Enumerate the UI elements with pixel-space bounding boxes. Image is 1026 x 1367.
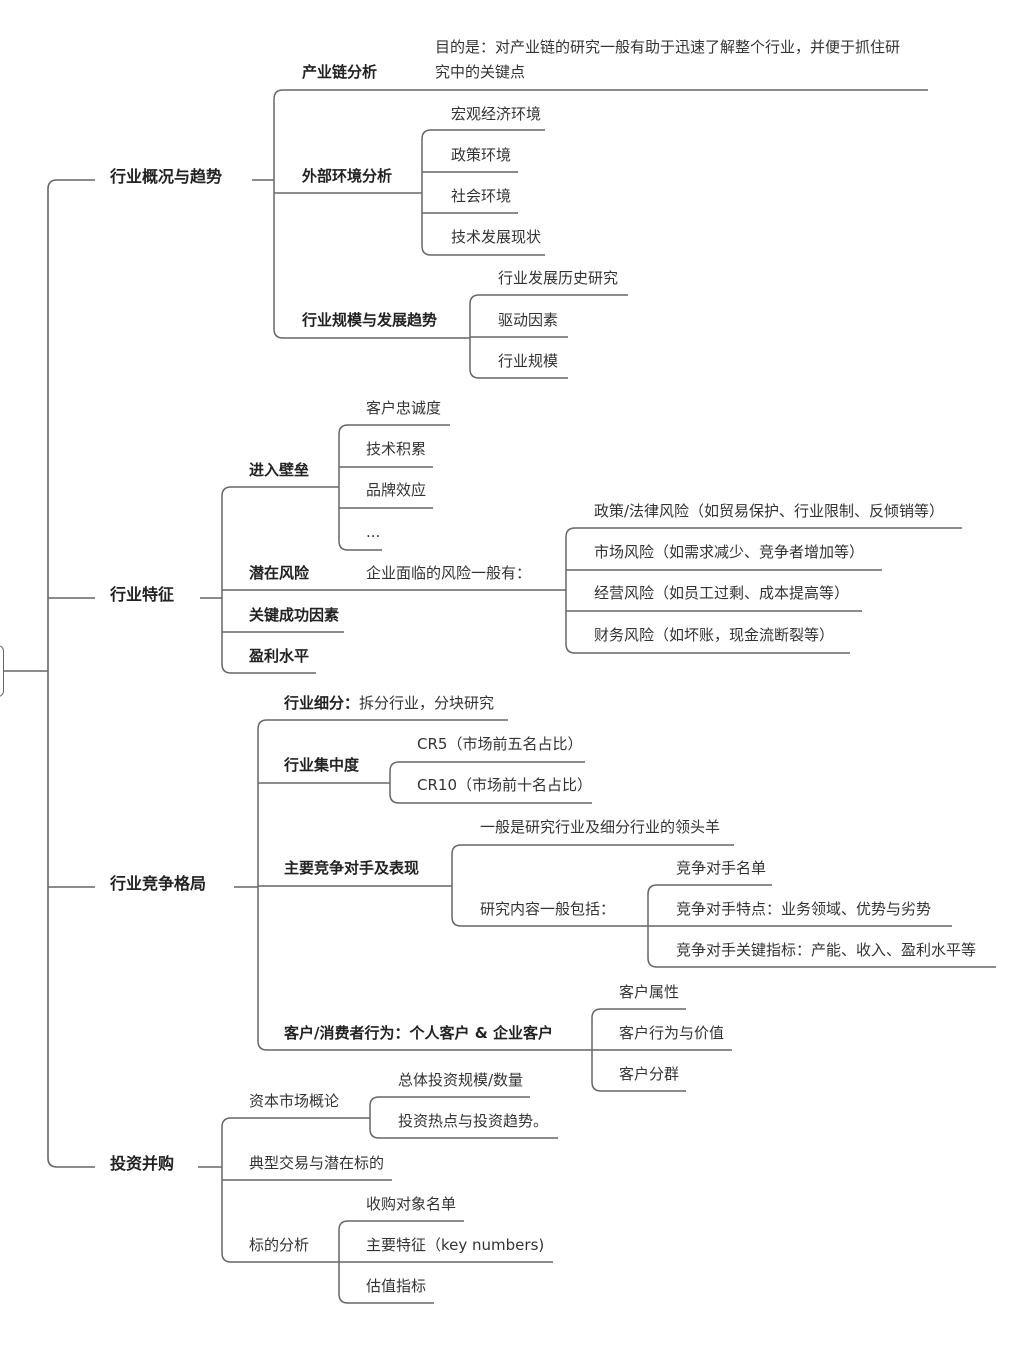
connector-line	[451, 916, 648, 927]
connector-line	[273, 328, 470, 339]
node-concentration[interactable]: 行业集中度	[284, 756, 360, 774]
node-key-numbers[interactable]: 主要特征（key numbers)	[366, 1236, 545, 1254]
connector-line	[591, 1081, 686, 1092]
node-cr5[interactable]: CR5（市场前五名占比）	[417, 735, 583, 753]
connector-line	[338, 1293, 434, 1304]
node-chain-purpose-line1[interactable]: 目的是：对产业链的研究一般有助于迅速了解整个行业，并便于抓住研	[435, 38, 901, 56]
connector-line	[451, 844, 734, 855]
connector-line	[565, 527, 962, 538]
node-competitor-list[interactable]: 竞争对手名单	[676, 859, 767, 877]
node-customer-segments[interactable]: 客户分群	[619, 1065, 680, 1083]
connector-line	[647, 957, 996, 968]
segmentation-desc: 拆分行业，分块研究	[359, 694, 495, 712]
connector-line	[257, 1040, 592, 1051]
connector-line	[273, 89, 928, 100]
node-total-investment[interactable]: 总体投资规模/数量	[398, 1071, 524, 1089]
node-policy-environment[interactable]: 政策环境	[451, 146, 512, 164]
node-history-research[interactable]: 行业发展历史研究	[498, 269, 619, 287]
node-customer-attributes[interactable]: 客户属性	[619, 983, 680, 1001]
node-segmentation[interactable]: 行业细分：拆分行业，分块研究	[284, 693, 494, 713]
connector-line	[221, 1252, 339, 1263]
node-main-competitors[interactable]: 主要竞争对手及表现	[284, 859, 420, 877]
node-industry-chain[interactable]: 产业链分析	[302, 63, 378, 81]
node-risk-intro[interactable]: 企业面临的风险一般有：	[366, 564, 532, 582]
node-chain-purpose-line2[interactable]: 究中的关键点	[435, 63, 526, 81]
connector-line	[257, 719, 508, 730]
node-macro-economy[interactable]: 宏观经济环境	[451, 105, 542, 123]
node-research-content[interactable]: 研究内容一般包括：	[480, 900, 616, 918]
connector-line	[221, 1117, 370, 1128]
node-barriers-more[interactable]: ...	[366, 523, 381, 541]
node-capital-market[interactable]: 资本市场概论	[249, 1092, 340, 1110]
connector-line	[421, 245, 545, 256]
connector-line	[369, 1128, 558, 1139]
root-node[interactable]	[0, 645, 4, 697]
node-policy-legal-risk[interactable]: 政策/法律风险（如贸易保护、行业限制、反倾销等）	[594, 502, 945, 520]
connector-line	[221, 486, 339, 497]
segmentation-label: 行业细分：	[284, 694, 360, 712]
connector-line	[469, 368, 568, 379]
connector-line	[338, 424, 450, 435]
connector-line	[647, 884, 772, 895]
node-entry-barriers[interactable]: 进入壁垒	[249, 461, 310, 479]
node-market-risk[interactable]: 市场风险（如需求减少、竞争者增加等）	[594, 543, 865, 561]
node-brand-effect[interactable]: 品牌效应	[366, 481, 427, 499]
topic-competition-landscape[interactable]: 行业竞争格局	[110, 874, 207, 893]
node-profit-level[interactable]: 盈利水平	[249, 647, 310, 665]
connector-line	[469, 294, 628, 305]
topic-industry-features[interactable]: 行业特征	[110, 585, 175, 604]
node-key-success-factors[interactable]: 关键成功因素	[249, 606, 340, 624]
node-leaders-note[interactable]: 一般是研究行业及细分行业的领头羊	[480, 818, 721, 836]
node-external-environment[interactable]: 外部环境分析	[302, 167, 393, 185]
node-operating-risk[interactable]: 经营风险（如员工过剩、成本提高等）	[594, 584, 850, 602]
connector-line	[591, 1008, 686, 1019]
node-financial-risk[interactable]: 财务风险（如坏账，现金流断裂等）	[594, 626, 835, 644]
node-target-analysis[interactable]: 标的分析	[249, 1236, 310, 1254]
node-competitor-metrics[interactable]: 竞争对手关键指标：产能、收入、盈利水平等	[676, 941, 977, 959]
node-customer-loyalty[interactable]: 客户忠诚度	[366, 399, 442, 417]
node-acquisition-list[interactable]: 收购对象名单	[366, 1195, 457, 1213]
connector-line	[47, 179, 95, 190]
node-tech-accumulation[interactable]: 技术积累	[366, 440, 427, 458]
node-typical-deals[interactable]: 典型交易与潜在标的	[249, 1154, 385, 1172]
connector-line	[389, 761, 585, 772]
connector-line	[565, 643, 850, 654]
node-scale-trend[interactable]: 行业规模与发展趋势	[302, 311, 438, 329]
topic-industry-overview[interactable]: 行业概况与趋势	[110, 167, 223, 186]
connector-line	[389, 793, 592, 804]
connector-line	[47, 1157, 95, 1168]
connector-line	[338, 1220, 464, 1231]
node-valuation-metrics[interactable]: 估值指标	[366, 1277, 427, 1295]
node-investment-hotspots[interactable]: 投资热点与投资趋势。	[398, 1112, 549, 1130]
node-customer-behavior[interactable]: 客户/消费者行为：个人客户 & 企业客户	[284, 1024, 554, 1042]
node-social-environment[interactable]: 社会环境	[451, 187, 512, 205]
connector-line	[369, 1096, 530, 1107]
node-potential-risk[interactable]: 潜在风险	[249, 564, 310, 582]
node-driving-factors[interactable]: 驱动因素	[498, 311, 559, 329]
topic-investment-ma[interactable]: 投资并购	[110, 1154, 175, 1173]
node-tech-status[interactable]: 技术发展现状	[451, 228, 542, 246]
node-industry-scale[interactable]: 行业规模	[498, 352, 559, 370]
connector-line	[221, 663, 316, 674]
node-competitor-traits[interactable]: 竞争对手特点：业务领域、优势与劣势	[676, 900, 932, 918]
connector-line	[338, 540, 382, 551]
node-customer-value[interactable]: 客户行为与价值	[619, 1024, 725, 1042]
node-cr10[interactable]: CR10（市场前十名占比）	[417, 776, 592, 794]
connector-line	[421, 129, 545, 140]
